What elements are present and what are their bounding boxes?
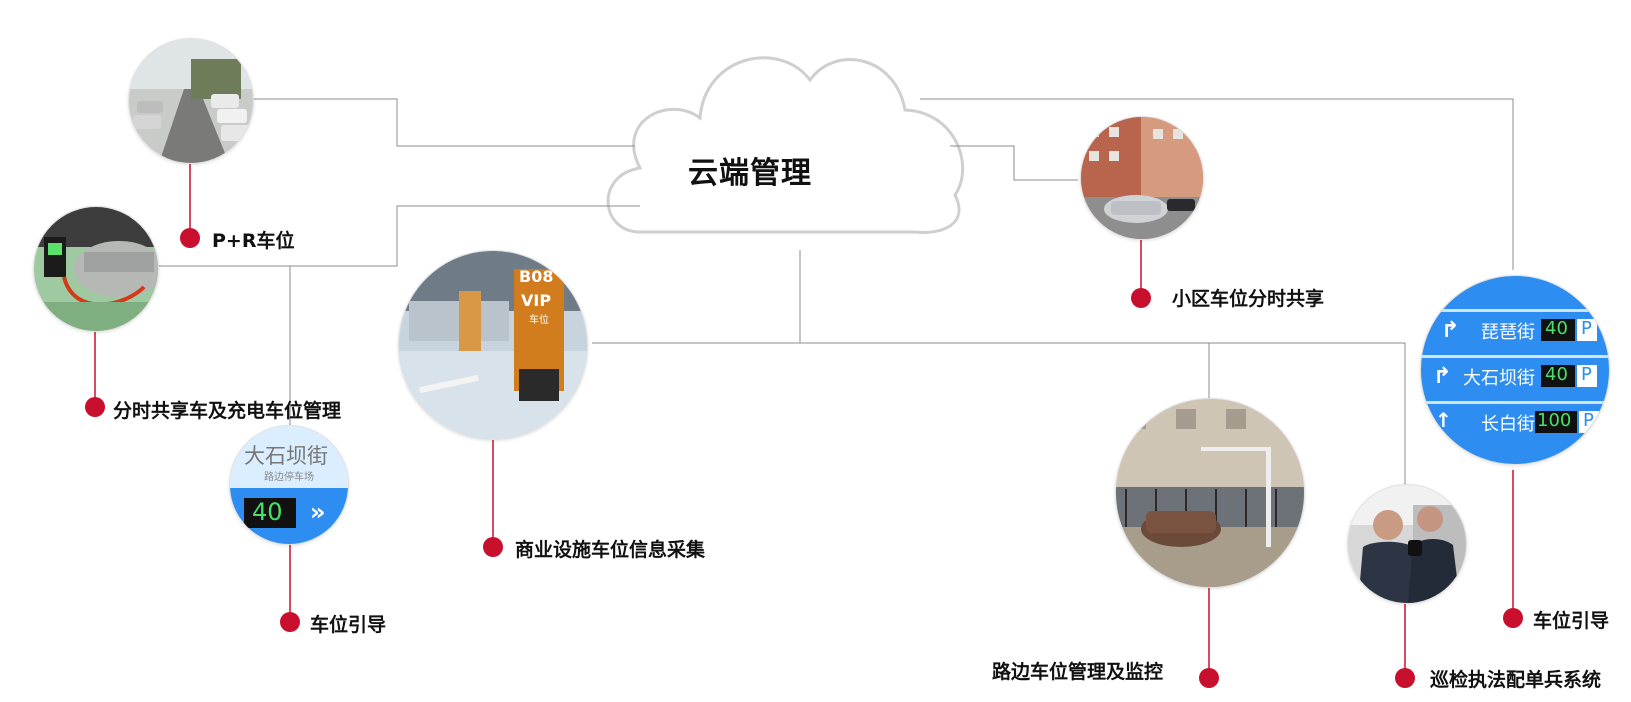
sign-row-p-box — [1577, 365, 1597, 387]
sign-bay-code: B08 — [519, 267, 554, 286]
sign-row-street: 长白街 — [1481, 414, 1535, 435]
sign-led-count: 40 — [252, 498, 283, 526]
cloud-title: 云端管理 — [688, 156, 812, 191]
dot-sharing — [85, 397, 105, 417]
dot-pr — [180, 228, 200, 248]
sign-row-p-box — [1579, 411, 1599, 433]
sign-row: ↑ 长白街 100 P — [1421, 408, 1609, 442]
sign-row-led — [1535, 411, 1577, 433]
sign-row: ↱ 琵琶街 40 P — [1421, 316, 1609, 350]
label-patrol: 巡检执法配单兵系统 — [1430, 669, 1602, 691]
dot-community — [1131, 288, 1151, 308]
dot-guidance-left — [280, 612, 300, 632]
pr-photo — [128, 38, 254, 164]
charging-photo — [33, 206, 159, 332]
label-roadside: 路边车位管理及监控 — [992, 661, 1164, 683]
guidance-sign-left: 大石坝街 路边停车场 40 » — [229, 425, 349, 545]
dot-patrol — [1395, 668, 1415, 688]
sign-row-divider-2 — [1421, 355, 1609, 358]
label-guidance-left: 车位引导 — [310, 614, 387, 636]
guidance-sign-right: ↱ 琵琶街 40 P ↱ 大石坝街 40 P ↑ 长白街 100 P — [1420, 275, 1610, 465]
roadside-monitor-image — [1116, 399, 1304, 587]
patrol-photo — [1347, 484, 1467, 604]
sign-row-street: 琵琶街 — [1481, 322, 1535, 343]
parking-p-icon: P — [1581, 364, 1592, 385]
sign-row-divider-1 — [1421, 309, 1609, 312]
sign-row-count: 100 — [1537, 410, 1572, 431]
community-photo — [1080, 116, 1204, 240]
chevron-right-icon: » — [310, 498, 326, 526]
commercial-photo: B08 VIP 车位 — [398, 250, 588, 440]
charging-station-image — [34, 207, 158, 331]
sign-vip: VIP — [521, 291, 552, 310]
sign-row-count: 40 — [1545, 318, 1568, 339]
sign-street-name: 大石坝街 — [244, 444, 328, 468]
label-pr: P+R车位 — [212, 230, 295, 252]
sign-row-street: 大石坝街 — [1463, 368, 1535, 389]
sign-bay-label: 车位 — [529, 315, 549, 326]
sign-row-divider-3 — [1421, 401, 1609, 404]
sign-row: ↱ 大石坝街 40 P — [1421, 362, 1609, 396]
cloud-shape — [606, 56, 965, 235]
dot-commercial — [483, 537, 503, 557]
sign-lot-name: 路边停车场 — [264, 472, 314, 483]
dot-roadside — [1199, 668, 1219, 688]
label-sharing-charging: 分时共享车及充电车位管理 — [113, 400, 342, 422]
patrol-officers-image — [1348, 485, 1466, 603]
dot-guidance-right — [1503, 608, 1523, 628]
parking-p-icon: P — [1581, 318, 1592, 339]
label-community: 小区车位分时共享 — [1172, 288, 1325, 310]
roadside-photo — [1115, 398, 1305, 588]
garage-image — [399, 251, 587, 439]
label-commercial: 商业设施车位信息采集 — [515, 539, 706, 561]
sign-row-led — [1541, 365, 1575, 387]
sign-row-count: 40 — [1545, 364, 1568, 385]
sign-led — [244, 498, 296, 528]
residential-parking-image — [1081, 117, 1203, 239]
sign-row-led — [1541, 319, 1575, 341]
parking-p-icon: P — [1583, 410, 1594, 431]
turn-right-icon: ↱ — [1433, 364, 1452, 389]
turn-right-icon: ↱ — [1441, 318, 1460, 343]
street-parking-image — [129, 39, 253, 163]
straight-arrow-icon: ↑ — [1435, 408, 1452, 432]
label-guidance-right: 车位引导 — [1533, 610, 1610, 632]
sign-row-p-box — [1577, 319, 1597, 341]
